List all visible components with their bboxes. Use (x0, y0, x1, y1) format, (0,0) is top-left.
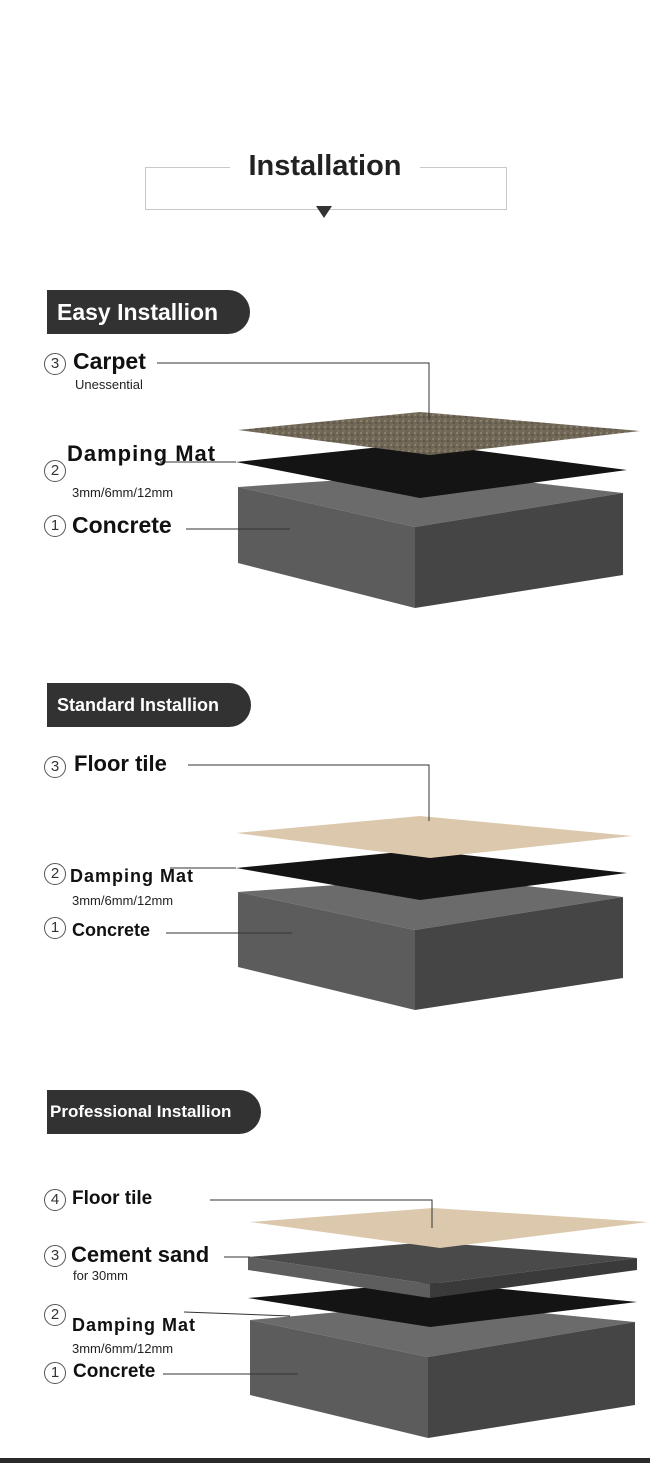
layer-name-damping-mat: Damping Mat (70, 866, 195, 886)
layer-name-cement-sand: Cement sand (71, 1242, 210, 1267)
page-title: Installation (230, 146, 420, 186)
easy-damping-mat (236, 443, 627, 498)
layer-number: 1 (44, 1362, 66, 1384)
layer-name-concrete: Concrete (73, 1361, 156, 1382)
layer-number: 4 (44, 1189, 66, 1211)
professional-floor-tile (250, 1208, 648, 1248)
layer-name-damping-mat: Damping Mat (72, 1315, 197, 1335)
layer-name-damping-mat: Damping Mat (67, 441, 217, 466)
easy-carpet (238, 412, 640, 455)
arrow-down-icon (316, 206, 332, 218)
layer-number: 1 (44, 917, 66, 939)
layer-number: 2 (44, 863, 66, 885)
layer-note: 3mm/6mm/12mm (72, 1341, 174, 1356)
layer-number: 2 (44, 1304, 66, 1326)
section-title-standard: Standard Installion (47, 683, 251, 727)
layer-number: 2 (44, 460, 66, 482)
standard-concrete-block (238, 877, 623, 1010)
layer-note: Unessential (75, 377, 143, 392)
professional-damping-mat (248, 1282, 637, 1327)
easy-concrete-block (238, 473, 623, 608)
layer-name-concrete: Concrete (72, 512, 172, 538)
standard-floor-tile (236, 816, 632, 858)
layer-name-floor-tile: Floor tile (72, 1188, 153, 1209)
layer-note: 3mm/6mm/12mm (72, 485, 174, 500)
header-line-right (420, 167, 506, 168)
layer-name-carpet: Carpet (73, 348, 146, 374)
professional-cement-sand (248, 1242, 637, 1298)
layer-name-floor-tile: Floor tile (74, 751, 167, 776)
section-title-professional: Professional Installion (47, 1090, 261, 1134)
layer-number: 1 (44, 515, 66, 537)
professional-concrete-block (250, 1303, 635, 1438)
standard-damping-mat (236, 850, 627, 900)
layer-note: 3mm/6mm/12mm (72, 893, 174, 908)
layer-number: 3 (44, 756, 66, 778)
layer-number: 3 (44, 1245, 66, 1267)
section-title-easy: Easy Installion (47, 290, 250, 334)
layer-note: for 30mm (73, 1268, 128, 1283)
header-line-left (145, 167, 230, 168)
layer-number: 3 (44, 353, 66, 375)
layer-name-concrete: Concrete (72, 920, 151, 940)
